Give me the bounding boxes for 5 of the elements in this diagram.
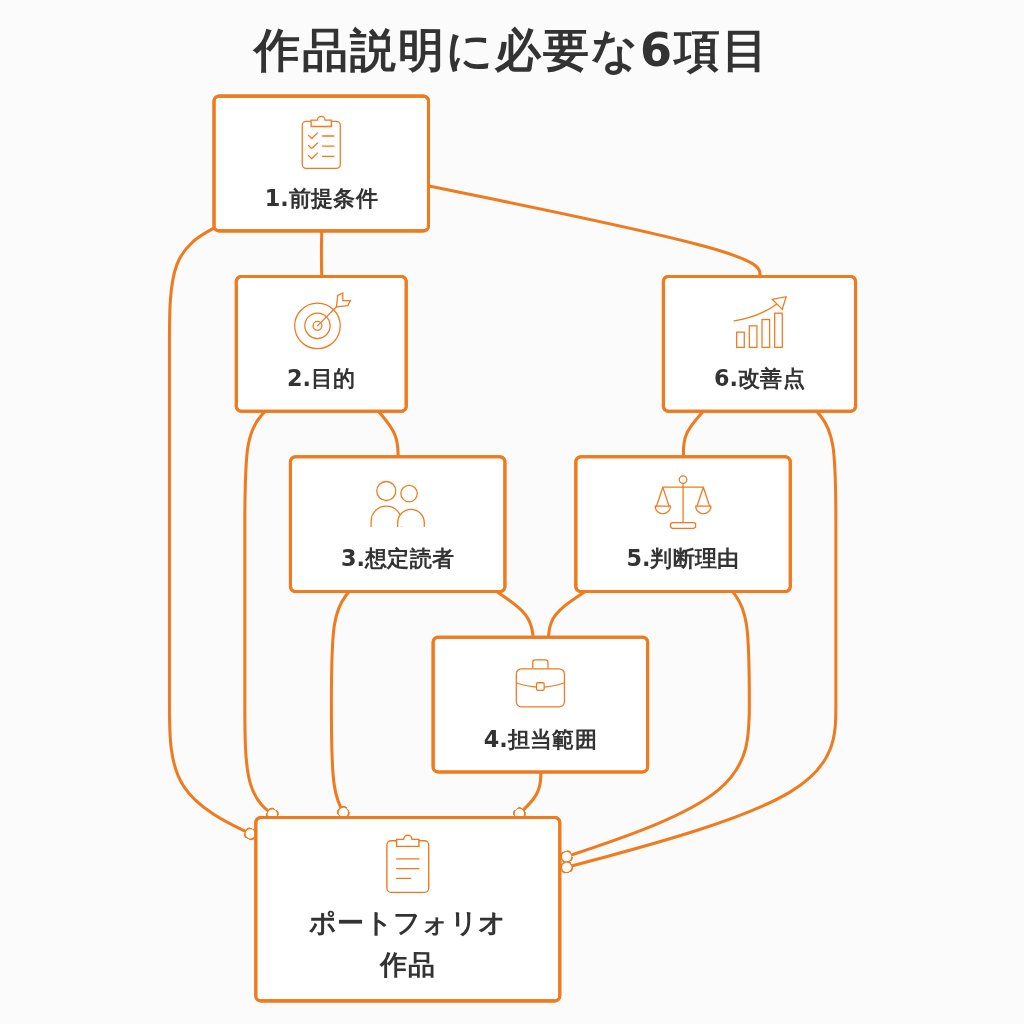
title: 作品説明に必要な6項目: [254, 22, 770, 79]
connector: [428, 184, 761, 277]
connector: [546, 590, 585, 638]
connector: [319, 231, 323, 277]
connector: [495, 590, 535, 638]
